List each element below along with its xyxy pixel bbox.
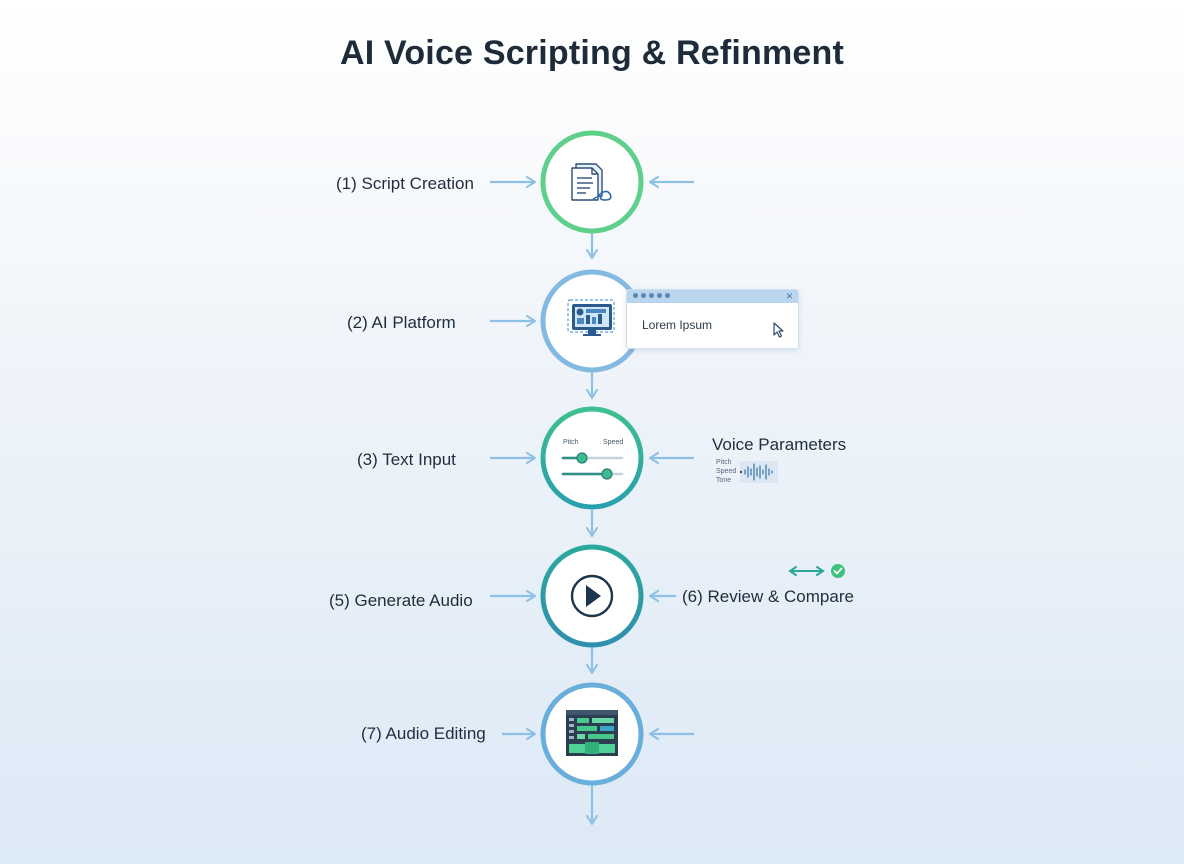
diagram-title: AI Voice Scripting & Refinment [339,34,845,72]
voice-param-pitch: Pitch [716,459,732,466]
close-icon[interactable]: × [785,289,793,303]
popup-dot [641,293,646,298]
voice-param-tone: Tone [716,477,732,484]
popup-dots [633,293,670,298]
voice-parameters-list: Pitch Speed Tone [716,458,736,485]
compare-arrows-icon [788,566,825,576]
step-label-review-compare: (6) Review & Compare [682,587,854,606]
horizontal-arrows [490,176,694,740]
popup-text: Lorem Ipsum [642,318,713,332]
ai-platform-popup-window[interactable]: × Lorem Ipsum [626,289,799,349]
step-label-text-input: (3) Text Input [357,450,456,469]
check-circle-icon [831,564,845,578]
step-label-ai-platform: (2) AI Platform [347,313,456,332]
popup-dot [649,293,654,298]
popup-dot [657,293,662,298]
step-label-generate-audio: (5) Generate Audio [329,591,473,610]
voice-param-speed: Speed [716,468,737,475]
play-icon [570,574,614,618]
step-label-script-creation: (1) Script Creation [336,174,474,193]
popup-dot [633,293,638,298]
sliders-icon [561,452,624,480]
cursor-icon [773,322,784,338]
waveform-icon [739,461,778,483]
slider-caption-pitch: Pitch [563,439,579,446]
slider-caption-speed: Speed [603,439,623,446]
audio-editor-icon [566,710,618,756]
popup-dot [665,293,670,298]
monitor-dashboard-icon [567,299,615,336]
document-script-icon [571,163,612,201]
step-label-audio-editing: (7) Audio Editing [361,724,486,743]
voice-parameters-heading: Voice Parameters [712,435,847,454]
popup-title-bar: × [627,290,798,303]
